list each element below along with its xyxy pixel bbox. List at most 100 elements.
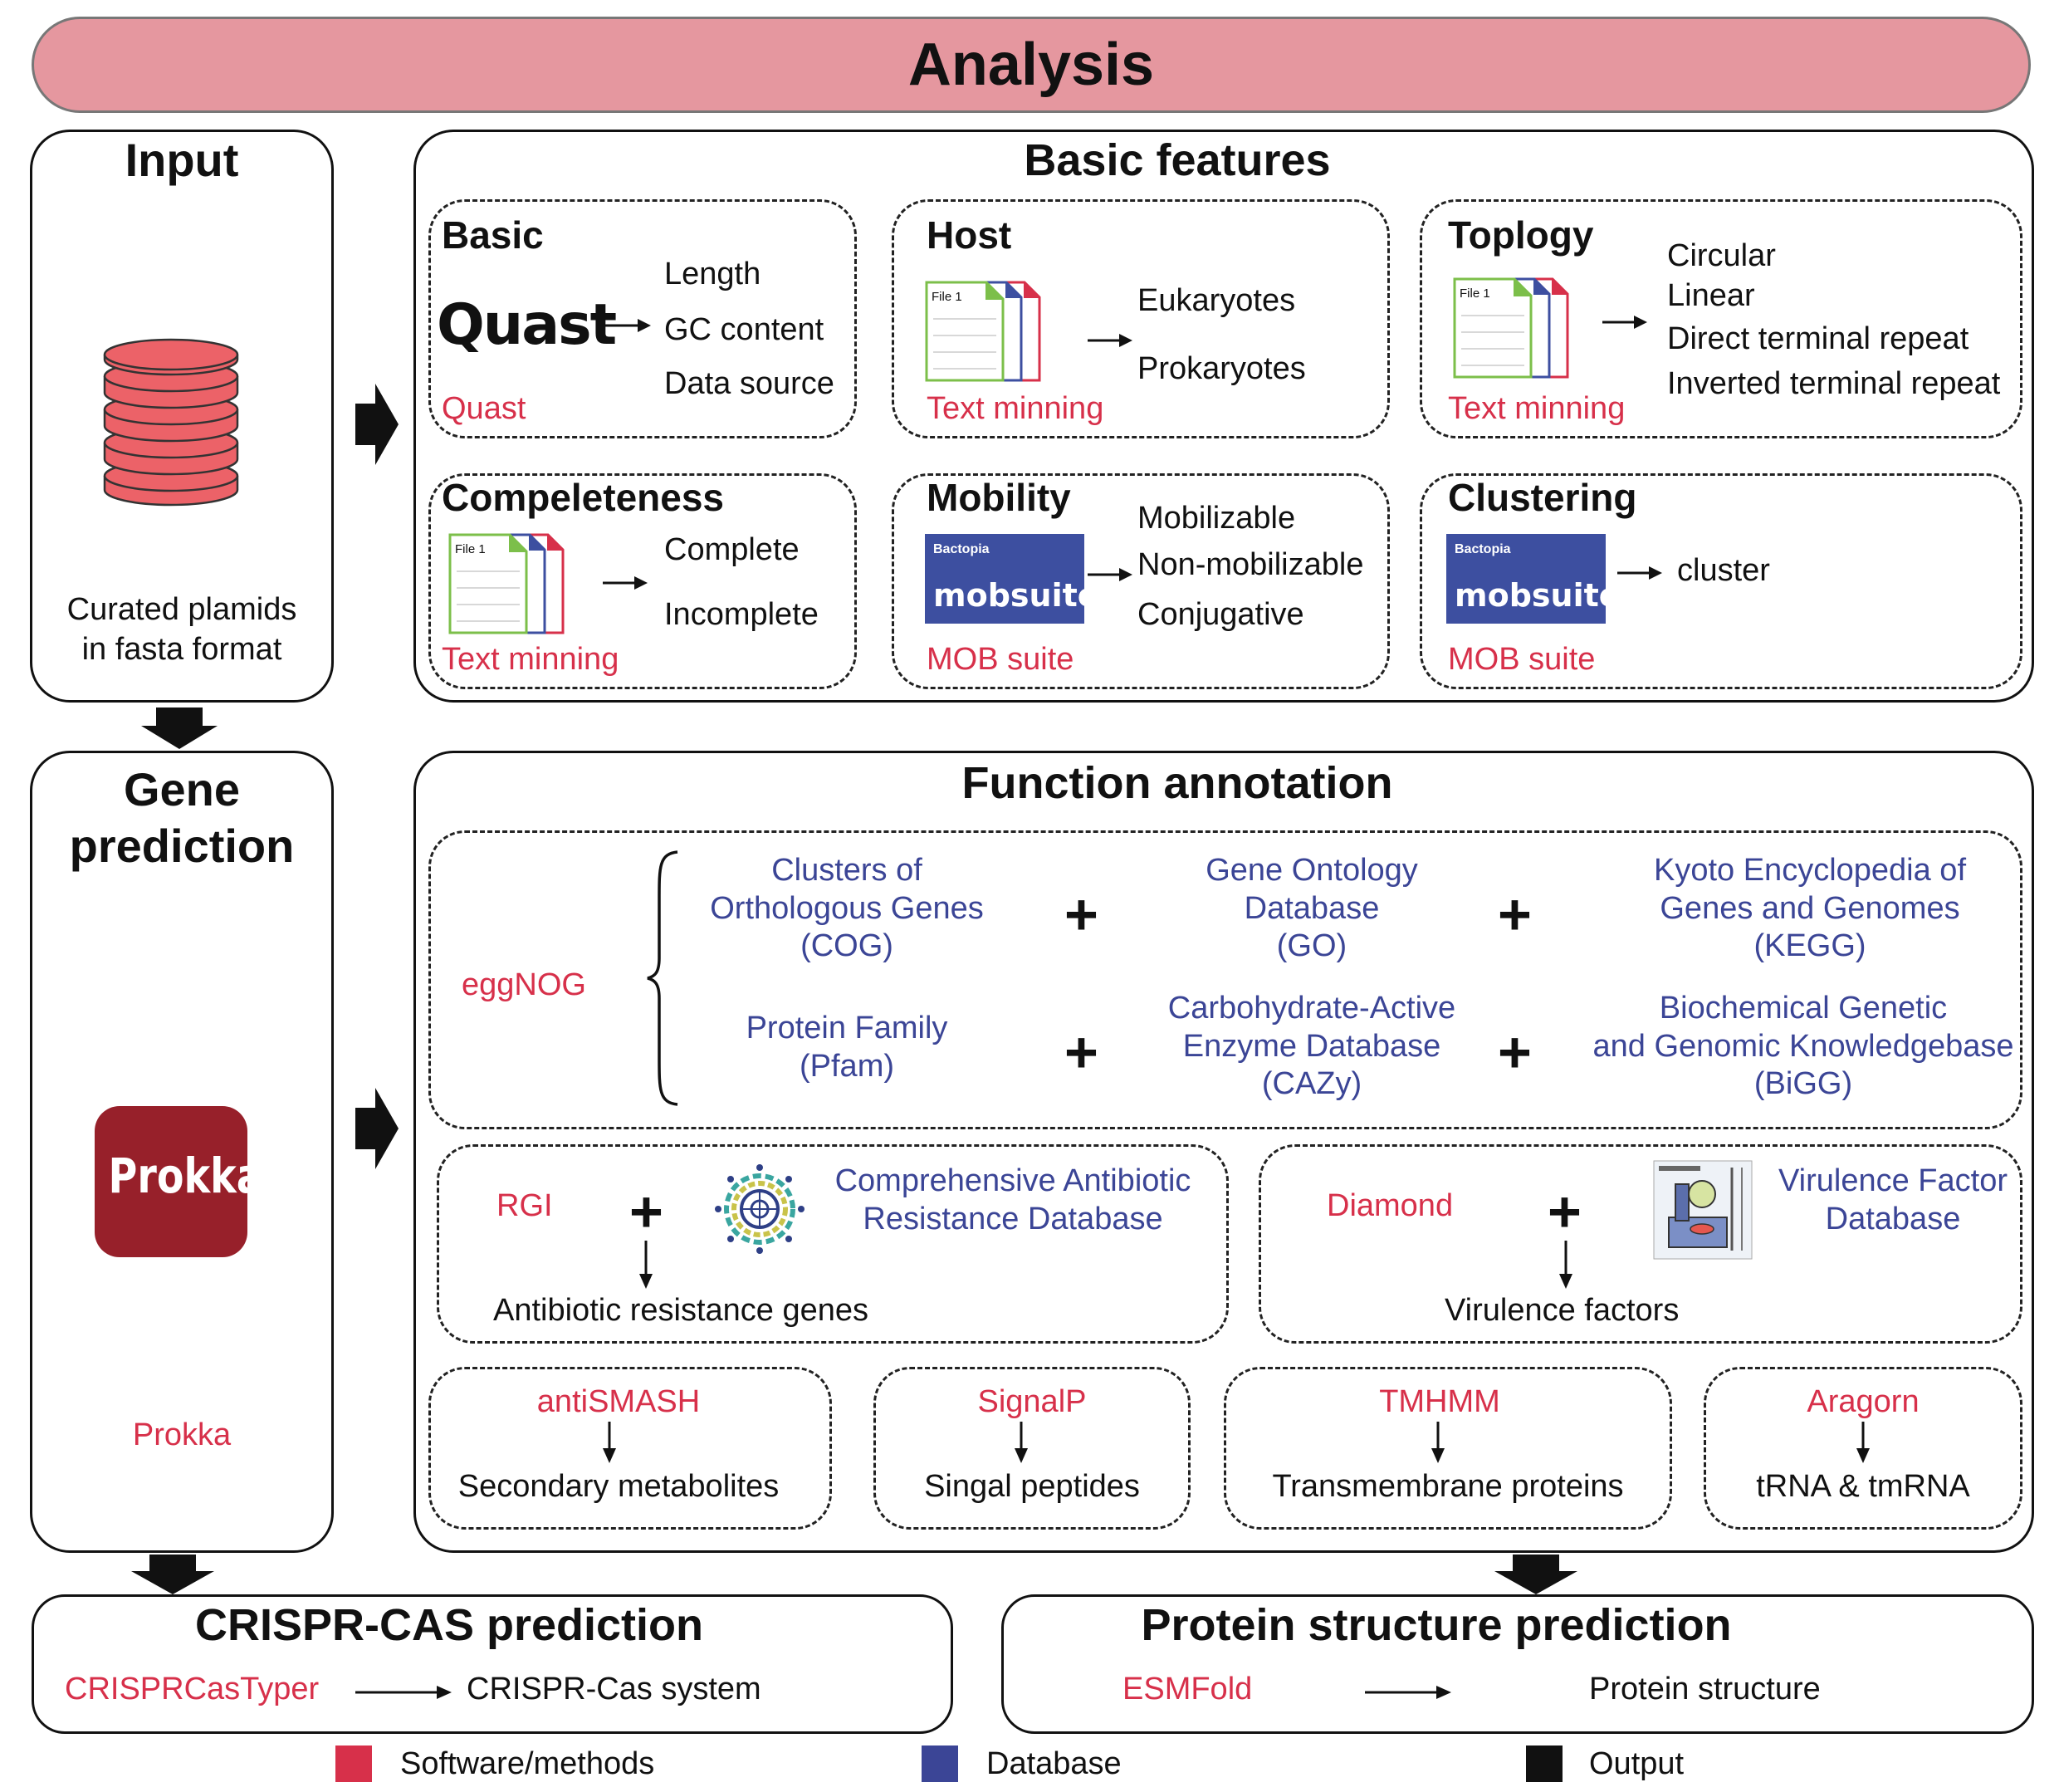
aragorn-arrow [1856,1422,1870,1463]
completeness-file-icon: File 1 [448,533,565,634]
legend-label-database: Database [986,1746,1122,1781]
diamond-output: Virulence factors [1445,1293,1680,1328]
page-title: Analysis [907,32,1155,98]
plus-icon: + [629,1179,663,1244]
rgi-tool: RGI [496,1188,553,1223]
card-icon [715,1164,805,1254]
completeness-title: Compeleteness [442,476,725,519]
input-caption-line2: in fasta format [81,632,282,667]
db-cog-line2: Orthologous Genes [710,890,984,926]
plus-icon: + [1548,1179,1582,1244]
db-kegg: Kyoto Encyclopedia of Genes and Genomes … [1561,852,2059,966]
aragorn-output: tRNA & tmRNA [1756,1469,1970,1504]
db-cazy-line1: Carbohydrate-Active [1167,991,1456,1026]
clustering-box [1420,473,2022,689]
topology-file-icon: File 1 [1453,277,1569,379]
db-bigg-line2: and Genomic Knowledgebase [1592,1028,2014,1064]
crispr-tool: CRISPRCasTyper [65,1672,320,1706]
protein-panel [1001,1594,2034,1734]
topology-output-circular: Circular [1667,238,1776,273]
db-go-line3: (GO) [1276,928,1347,964]
mobsuite-logo-big: mobsuite [933,577,1099,614]
antismash-output: Secondary metabolites [457,1469,780,1504]
host-tool: Text minning [927,391,1104,426]
crispr-arrow [355,1686,452,1699]
topology-box [1420,199,2022,438]
db-bigg: Biochemical Genetic and Genomic Knowledg… [1554,990,2052,1104]
mobility-output-nonmobilizable: Non-mobilizable [1137,547,1364,582]
antismash-box [428,1367,832,1530]
rgi-output: Antibiotic resistance genes [493,1293,869,1328]
prokka-logo: Prokka [95,1106,263,1257]
diamond-arrow [1559,1241,1572,1289]
mobility-output-mobilizable: Mobilizable [1137,501,1296,536]
prokka-tool-label: Prokka [132,1417,232,1452]
rgi-box [437,1144,1229,1344]
signalp-box [873,1367,1191,1530]
mobsuite-logo: Bactopia mobsuite [925,534,1099,624]
database-icon [103,338,239,507]
db-pfam-line2: (Pfam) [800,1048,894,1084]
vfdb-icon [1653,1160,1753,1260]
topology-output-linear: Linear [1667,278,1755,313]
arrow-gene-to-crispr [131,1555,214,1594]
mobility-arrow [1088,568,1132,581]
tmhmm-output: Transmembrane proteins [1272,1469,1624,1504]
completeness-output-complete: Complete [664,532,800,567]
protein-arrow [1365,1686,1451,1699]
basic-box [428,199,857,438]
signalp-output: Singal peptides [924,1469,1140,1504]
host-file-icon: File 1 [925,281,1041,382]
topology-output-direct: Direct terminal repeat [1667,321,1969,356]
db-cazy: Carbohydrate-Active Enzyme Database (CAZ… [1104,990,1519,1104]
db-kegg-line1: Kyoto Encyclopedia of [1653,853,1966,888]
legend-label-output: Output [1589,1746,1685,1781]
function-annotation-title: Function annotation [961,758,1393,808]
gene-prediction-title-line1: Gene [123,763,241,815]
diamond-tool: Diamond [1327,1188,1454,1223]
arrow-gene-to-function [355,1088,399,1169]
eggnog-tool: eggNOG [462,967,586,1002]
topology-file-label: File 1 [1460,286,1490,301]
plus-icon: + [1064,882,1098,947]
db-cog-line3: (COG) [800,928,893,964]
eggnog-brace [647,850,678,1106]
clustering-mobsuite-logo-small: Bactopia [1455,542,1511,556]
input-title: Input [125,134,239,186]
analysis-header: Analysis [32,17,2031,113]
aragorn-tool: Aragorn [1807,1384,1920,1419]
protein-output: Protein structure [1589,1672,1821,1706]
rgi-arrow [639,1241,653,1289]
clustering-title: Clustering [1448,476,1637,519]
db-bigg-line1: Biochemical Genetic [1659,991,1948,1026]
completeness-box [428,473,857,689]
arrow-input-to-gene [141,707,218,749]
tmhmm-tool: TMHMM [1379,1384,1500,1419]
completeness-tool: Text minning [442,642,619,677]
db-vfdb-line1: Virulence Factor [1778,1163,2008,1198]
legend-label-software: Software/methods [400,1746,655,1781]
db-vfdb: Virulence Factor Database [1760,1163,2026,1238]
plus-icon: + [1064,1020,1098,1085]
mobility-box [892,473,1390,689]
db-go: Gene Ontology Database (GO) [1113,852,1511,966]
basic-output-source: Data source [664,366,834,401]
basic-output-length: Length [664,257,761,291]
db-go-line2: Database [1244,890,1380,926]
clustering-output-cluster: cluster [1677,553,1770,588]
legend-swatch-software [335,1745,372,1782]
completeness-file-label: File 1 [455,542,486,556]
antismash-arrow [603,1422,616,1463]
host-title: Host [927,213,1012,257]
basic-tool: Quast [442,391,526,426]
arrow-function-to-protein [1494,1555,1577,1594]
host-output-eukaryotes: Eukaryotes [1137,283,1296,318]
db-bigg-line3: (BiGG) [1753,1066,1853,1102]
basic-output-gc: GC content [664,312,824,347]
host-box [892,199,1390,438]
diamond-box [1259,1144,2022,1344]
host-file-label: File 1 [932,290,962,304]
clustering-tool: MOB suite [1448,642,1596,677]
clustering-arrow [1617,566,1662,580]
protein-tool: ESMFold [1122,1672,1253,1706]
